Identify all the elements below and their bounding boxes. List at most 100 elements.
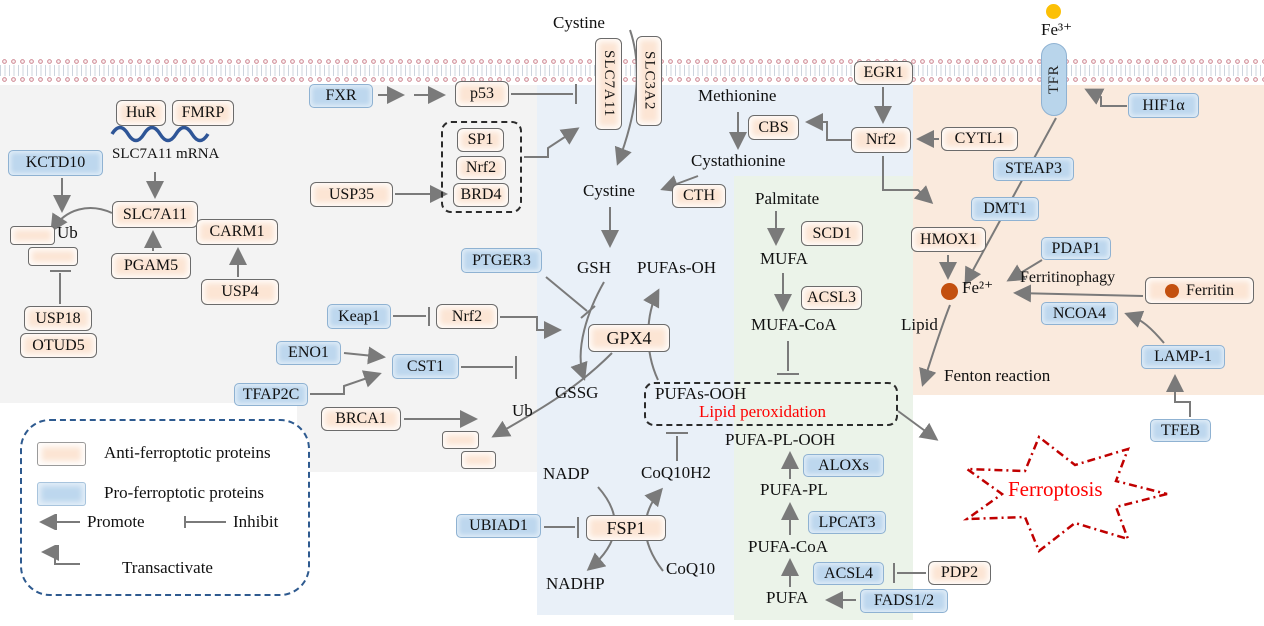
arrow-cystathionine-cystine [660, 175, 699, 193]
tfap2c-label: TFAP2C [242, 385, 300, 403]
node-slc7a11: SLC7A11 [112, 201, 198, 228]
nadhp-label-label: NADHP [546, 574, 605, 593]
node-mufa-coa-label: MUFA-CoA [751, 315, 837, 335]
node-fe3-dot [1046, 4, 1061, 19]
ptger3-label: PTGER3 [472, 251, 531, 269]
fsp1-label: FSP1 [606, 518, 646, 538]
ub-left-label-label: Ub [57, 223, 78, 242]
mufa-coa-label-label: MUFA-CoA [751, 315, 837, 334]
fxr-label: FXR [325, 87, 357, 104]
node-sp1: SP1 [457, 128, 504, 152]
inhibit-usp18-ub [50, 270, 71, 304]
node-slc3a2-transporter: SLC3A2 [636, 36, 662, 126]
node-fads12: FADS1/2 [860, 589, 948, 613]
tfeb-label: TFEB [1160, 421, 1201, 439]
node-ub-fragment-1 [10, 226, 55, 245]
otud5-label: OTUD5 [32, 336, 85, 354]
arrow-hif1a-tfr [1084, 88, 1127, 107]
inhibit-mufacoa-lipidperox [777, 341, 799, 375]
lpcat3-label: LPCAT3 [818, 513, 876, 531]
legend-pro-swatch [37, 482, 86, 506]
hur-label: HuR [125, 104, 157, 121]
fe3-label-label: Fe³⁺ [1041, 20, 1073, 39]
arrow-tfap2c-cst1 [310, 370, 382, 395]
ferroptosis-label-label: Ferroptosis [1008, 477, 1103, 501]
node-methionine-label: Methionine [698, 86, 776, 106]
ub-center-label-label: Ub [512, 401, 533, 420]
legend-transactivate-label: Transactivate [122, 558, 213, 577]
node-lipid-label: Lipid [901, 315, 938, 335]
acsl3-label: ACSL3 [807, 289, 856, 306]
node-gssg-label: GSSG [555, 383, 598, 403]
nadp-label-label: NADP [543, 464, 590, 483]
node-scd1: SCD1 [801, 221, 863, 246]
ferritin-dot-icon [1165, 283, 1179, 298]
node-fe3-label: Fe³⁺ [1041, 20, 1073, 40]
mufa-label-label: MUFA [760, 249, 808, 268]
nrf2-a-label: Nrf2 [465, 159, 497, 176]
node-nrf2-c: Nrf2 [851, 127, 911, 153]
pgam5-label: PGAM5 [123, 257, 179, 274]
inhibit-cst1 [461, 356, 517, 379]
transactivate-arrow-icon [41, 545, 80, 565]
node-fmrp: FMRP [172, 100, 234, 126]
legend-anti-swatch [37, 442, 86, 466]
arrow-nrf2-cbs [805, 113, 851, 141]
node-ub-fragment-4 [461, 451, 496, 469]
node-tfeb: TFEB [1150, 419, 1211, 442]
inhibit-p53-slc7a11 [511, 84, 577, 104]
steap3-label: STEAP3 [1005, 160, 1062, 177]
node-pufa-pl-label: PUFA-PL [760, 480, 828, 500]
scd1-label: SCD1 [812, 224, 852, 242]
carm1-label: CARM1 [209, 223, 265, 240]
node-nadhp-label: NADHP [546, 574, 605, 594]
arrow-ferritin-fe2 [1013, 284, 1144, 303]
node-pufas-oh-label: PUFAs-OH [637, 258, 716, 278]
node-pufa-pl-ooh-label: PUFA-PL-OOH [725, 430, 835, 450]
node-cst1: CST1 [392, 354, 459, 379]
fads12-label: FADS1/2 [873, 592, 935, 609]
inhibit-ubiad1-fsp1 [544, 517, 579, 538]
eno1-label: ENO1 [288, 344, 329, 361]
node-pufa-label: PUFA [766, 588, 809, 608]
ncoa4-label: NCOA4 [1052, 304, 1107, 322]
node-ferritinophagy-label: Ferritinophagy [1020, 269, 1115, 287]
node-egr1: EGR1 [854, 61, 913, 85]
legend-promote-label: Promote [87, 512, 145, 531]
pufas-ooh-label-label: PUFAs-OOH [655, 384, 747, 403]
node-pdap1: PDAP1 [1041, 237, 1111, 260]
slc7a11-mrna-label-label: SLC7A11 mRNA [112, 146, 220, 162]
node-usp35: USP35 [310, 182, 393, 207]
lipid-peroxidation-label-label: Lipid peroxidation [699, 402, 827, 421]
node-carm1: CARM1 [196, 219, 278, 245]
node-ub-fragment-2 [28, 247, 78, 266]
coq10h2-label-label: CoQ10H2 [641, 463, 711, 482]
lipid-label-label: Lipid [901, 315, 938, 334]
ferritinophagy-label-label: Ferritinophagy [1020, 269, 1116, 286]
node-fsp1: FSP1 [586, 515, 666, 541]
node-lpcat3: LPCAT3 [808, 511, 886, 534]
pufa-label-label: PUFA [766, 588, 809, 607]
nrf2-c-label: Nrf2 [865, 131, 897, 148]
node-ferroptosis-label: Ferroptosis [1008, 477, 1103, 501]
node-ptger3: PTGER3 [461, 248, 542, 273]
lamp1-label: LAMP-1 [1154, 348, 1212, 365]
cystine-extracellular-label: Cystine [553, 13, 605, 32]
arrow-pdap1-fe2 [1006, 259, 1043, 282]
node-gpx4: GPX4 [588, 324, 670, 352]
node-hur: HuR [116, 100, 166, 126]
usp18-label: USP18 [35, 309, 81, 327]
arrow-slc7a11-ub [50, 207, 113, 233]
cytl1-label: CYTL1 [954, 130, 1005, 147]
node-slc7a11-transporter: SLC7A11 [595, 38, 622, 130]
node-cystine-intracellular: Cystine [583, 181, 635, 201]
slc7a11-label: SLC7A11 [122, 205, 188, 223]
pufa-coa-label-label: PUFA-CoA [748, 537, 828, 556]
node-slc7a11-mrna-label: SLC7A11 mRNA [112, 146, 219, 163]
node-cystathionine-label: Cystathionine [691, 151, 785, 171]
gsh-label-label: GSH [577, 258, 612, 277]
node-coq10h2-label: CoQ10H2 [641, 463, 711, 483]
sp1-label: SP1 [467, 131, 494, 148]
